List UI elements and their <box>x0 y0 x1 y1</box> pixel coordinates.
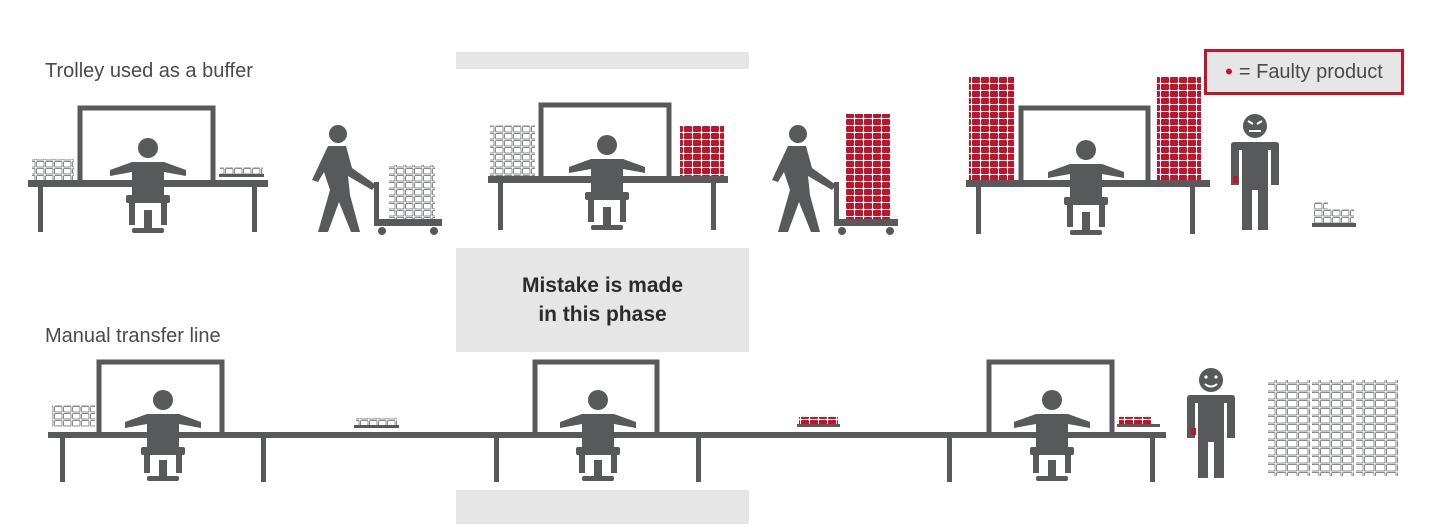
top-row-title: Trolley used as a buffer <box>45 60 253 82</box>
monitor-frame-icon <box>77 105 216 180</box>
legend: • = Faulty product <box>1204 49 1404 95</box>
faulty-product-in-hand-icon <box>1233 176 1238 183</box>
faulty-product-in-hand-icon <box>1191 428 1196 435</box>
product-stack-icon <box>1312 380 1354 476</box>
worker-icon <box>569 135 645 230</box>
angry-face-icon <box>1243 114 1267 138</box>
trolley-2 <box>772 114 898 235</box>
phase-label-line-2: in this phase <box>538 303 667 326</box>
phase-band-middle <box>456 248 749 352</box>
product-stack-icon <box>220 167 263 174</box>
workstation-3 <box>966 76 1210 235</box>
monitor-frame-icon <box>538 102 672 176</box>
line-station-2 <box>532 359 840 481</box>
phase-label-line-1: Mistake is made <box>521 274 684 297</box>
product-stack-icon <box>356 418 397 425</box>
bottom-row-title: Manual transfer line <box>45 325 221 347</box>
worker-icon <box>560 390 636 481</box>
trolley-1 <box>312 125 442 235</box>
product-stack-icon <box>490 125 535 176</box>
workstation-2 <box>488 102 728 230</box>
workstation-1 <box>28 105 268 233</box>
phase-label: Mistake is made in this phase <box>456 248 749 352</box>
product-stack-icon <box>1268 380 1310 476</box>
phase-band-top <box>456 52 749 69</box>
faulty-product-stack-icon <box>799 417 838 424</box>
monitor-frame-icon <box>1018 105 1151 180</box>
angry-customer <box>1231 114 1356 230</box>
faulty-product-stack-icon <box>1119 417 1152 424</box>
worker-icon <box>1048 140 1124 235</box>
worker-icon <box>125 390 201 481</box>
worker-icon <box>110 138 186 233</box>
product-stack-icon <box>1356 380 1398 476</box>
product-stack-icon <box>389 165 435 219</box>
worker-icon <box>1014 390 1090 481</box>
product-stack-icon <box>32 159 74 180</box>
faulty-product-stack-icon <box>846 114 891 219</box>
faulty-product-stack-icon <box>1157 76 1201 180</box>
legend-label: = Faulty product <box>1238 60 1383 83</box>
monitor-frame-icon <box>96 359 225 432</box>
happy-customer <box>1187 368 1398 478</box>
monitor-frame-icon <box>986 359 1115 432</box>
trolley-icon <box>374 165 442 235</box>
walking-worker-icon <box>772 125 836 232</box>
line-station-1 <box>52 359 399 481</box>
happy-face-icon <box>1199 368 1223 392</box>
line-station-3 <box>986 359 1160 481</box>
phase-band-bottom <box>456 490 749 524</box>
faulty-product-stack-icon <box>969 76 1014 180</box>
faulty-product-stack-icon <box>680 125 724 176</box>
product-stack-icon <box>1314 209 1354 223</box>
product-stack-icon <box>1314 202 1328 209</box>
walking-worker-icon <box>312 125 376 232</box>
product-stack-icon <box>52 405 95 427</box>
monitor-frame-icon <box>532 359 660 432</box>
trolley-icon <box>834 114 898 235</box>
faulty-dot-icon: • <box>1225 59 1233 84</box>
